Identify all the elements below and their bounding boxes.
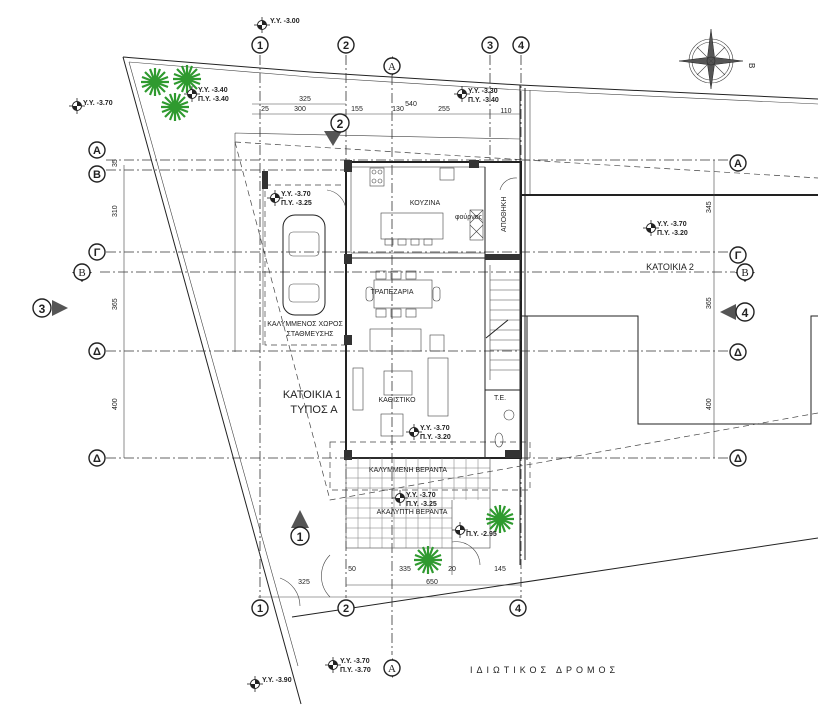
level-label: Υ.Υ. -3.40 — [198, 87, 228, 94]
grid-label-2: 2 — [343, 40, 349, 52]
compass-north-label: Β — [747, 63, 756, 68]
level-label: Υ.Υ. -3.70 — [281, 191, 311, 198]
level-label: Υ.Υ. -3.70 — [420, 425, 450, 432]
room-label-living: ΚΑΘΙΣΤΙΚΟ — [378, 397, 416, 404]
grid-label-d-left: Δ — [93, 346, 101, 358]
dimension-label: 310 — [112, 205, 119, 217]
section-b-left: Β — [78, 267, 85, 279]
level-label: Υ.Υ. -3.90 — [262, 677, 292, 684]
house-2-outline — [521, 194, 818, 460]
level-label: Υ.Υ. -3.70 — [657, 221, 687, 228]
grid-label-1: 1 — [257, 40, 263, 52]
veranda-tiles — [279, 457, 491, 607]
private-road-label: ΙΔΙΩΤΙΚΟΣ ΔΡΟΜΟΣ — [470, 665, 619, 675]
section-markers: Α Α Β Β — [72, 56, 755, 678]
dimension-label: 365 — [706, 297, 713, 309]
level-label: Π.Υ. -3.70 — [340, 667, 371, 674]
dimension-lines: 325 300 25 155 130 540 255 110 35 310 36… — [112, 96, 715, 598]
grid-label-a-left: Α — [93, 145, 101, 157]
dimension-label: 255 — [438, 106, 450, 113]
grid-label-2-bottom: 2 — [343, 603, 349, 615]
dimension-label: 300 — [294, 106, 306, 113]
level-markers: Υ.Υ. -3.00 Υ.Υ. -3.40Π.Υ. -3.40 Υ.Υ. -3.… — [68, 16, 688, 693]
level-label: Υ.Υ. -3.70 — [406, 492, 436, 499]
dimension-label: 155 — [351, 106, 363, 113]
room-labels: ΚΟΥΖΙΝΑ φούρνος ΑΠΟΘΗΚΗ ΤΡΑΠΕΖΑΡΙΑ ΚΑΘΙΣ… — [267, 197, 694, 675]
covered-veranda-label: ΚΑΛΥΜΜΕΝΗ ΒΕΡΑΝΤΑ — [369, 467, 448, 474]
house-1-label: ΚΑΤΟΙΚΙΑ 1 — [283, 389, 341, 401]
level-label: Π.Υ. -2.95 — [466, 531, 497, 538]
room-label-dining: ΤΡΑΠΕΖΑΡΙΑ — [370, 289, 413, 296]
grid-label-a-right: Α — [734, 158, 742, 170]
room-label-parking-2: ΣΤΑΘΜΕΥΣΗΣ — [287, 331, 335, 338]
kitchen-furniture — [326, 167, 518, 246]
room-label-oven: φούρνος — [455, 213, 483, 221]
section-a-top: Α — [388, 61, 396, 73]
grid-label-4: 4 — [518, 40, 525, 52]
level-label: Υ.Υ. -3.70 — [83, 100, 113, 107]
dimension-label: 20 — [448, 566, 456, 573]
plant-icon — [171, 63, 203, 95]
plant-icon — [412, 544, 444, 576]
house-2-label: ΚΑΤΟΙΚΙΑ 2 — [646, 262, 694, 272]
dimension-label: 145 — [494, 566, 506, 573]
view-marker-1: 1 — [297, 530, 304, 544]
living-furniture — [352, 265, 521, 448]
dimension-label: 400 — [706, 398, 713, 410]
section-a-bottom: Α — [388, 663, 396, 675]
dimension-label: 400 — [112, 398, 119, 410]
level-label: Π.Υ. -3.20 — [420, 434, 451, 441]
dimension-label: 365 — [112, 298, 119, 310]
level-label: Π.Υ. -3.25 — [281, 200, 312, 207]
level-label: Υ.Υ. -3.30 — [468, 88, 498, 95]
view-marker-3: 3 — [39, 302, 46, 316]
grid-label-d2-right: Δ — [734, 453, 742, 465]
level-label: Υ.Υ. -3.70 — [340, 658, 370, 665]
room-label-kitchen: ΚΟΥΖΙΝΑ — [410, 200, 441, 207]
dimension-label: 50 — [348, 566, 356, 573]
grid-label-d-right: Δ — [734, 347, 742, 359]
dimension-label: 540 — [405, 101, 417, 108]
level-label: Π.Υ. -3.40 — [468, 97, 499, 104]
plant-icon — [139, 66, 171, 98]
dimension-label: 130 — [392, 106, 404, 113]
dimension-label: 25 — [261, 106, 269, 113]
level-label: Υ.Υ. -3.00 — [270, 18, 300, 25]
grid-label-3: 3 — [487, 40, 493, 52]
grid-label-g-right: Γ — [735, 250, 742, 262]
room-label-wc: Τ.Ε. — [494, 395, 506, 402]
dimension-label: 325 — [299, 96, 311, 103]
dimension-label: 650 — [426, 579, 438, 586]
room-label-parking: ΚΑΛΥΜΜΕΝΟΣ ΧΩΡΟΣ — [267, 321, 343, 328]
section-b-right: Β — [741, 267, 748, 279]
grid-label-b-left: Β — [93, 169, 101, 181]
view-marker-4: 4 — [742, 306, 749, 320]
dimension-label: 110 — [500, 108, 511, 115]
dimension-label: 335 — [399, 566, 411, 573]
view-markers: 1 2 3 4 — [32, 113, 755, 546]
grid-label-d2-left: Δ — [93, 453, 101, 465]
grid-bubbles: 1 2 3 4 1 2 4 Α Β Γ Δ Δ Α Γ Δ Δ — [88, 36, 747, 617]
level-label: Π.Υ. -3.25 — [406, 501, 437, 508]
car-icon — [282, 214, 326, 316]
plant-icon — [159, 91, 191, 123]
grid-label-g-left: Γ — [94, 247, 101, 259]
dimension-label: 35 — [112, 159, 119, 167]
level-label: Π.Υ. -3.40 — [198, 96, 229, 103]
open-veranda-label: ΑΚΑΛΥΠΤΗ ΒΕΡΑΝΤΑ — [377, 509, 448, 516]
dimension-label: 345 — [706, 201, 713, 213]
grid-label-1-bottom: 1 — [257, 603, 263, 615]
view-marker-2: 2 — [337, 117, 344, 131]
room-label-storage: ΑΠΟΘΗΚΗ — [501, 197, 508, 232]
dimension-label: 325 — [298, 579, 310, 586]
compass-icon: Β — [678, 28, 756, 90]
plant-icon — [484, 503, 516, 535]
house-1-type-label: ΤΥΠΟΣ Α — [290, 404, 338, 416]
grid-label-4-bottom: 4 — [515, 603, 522, 615]
level-label: Π.Υ. -3.20 — [657, 230, 688, 237]
